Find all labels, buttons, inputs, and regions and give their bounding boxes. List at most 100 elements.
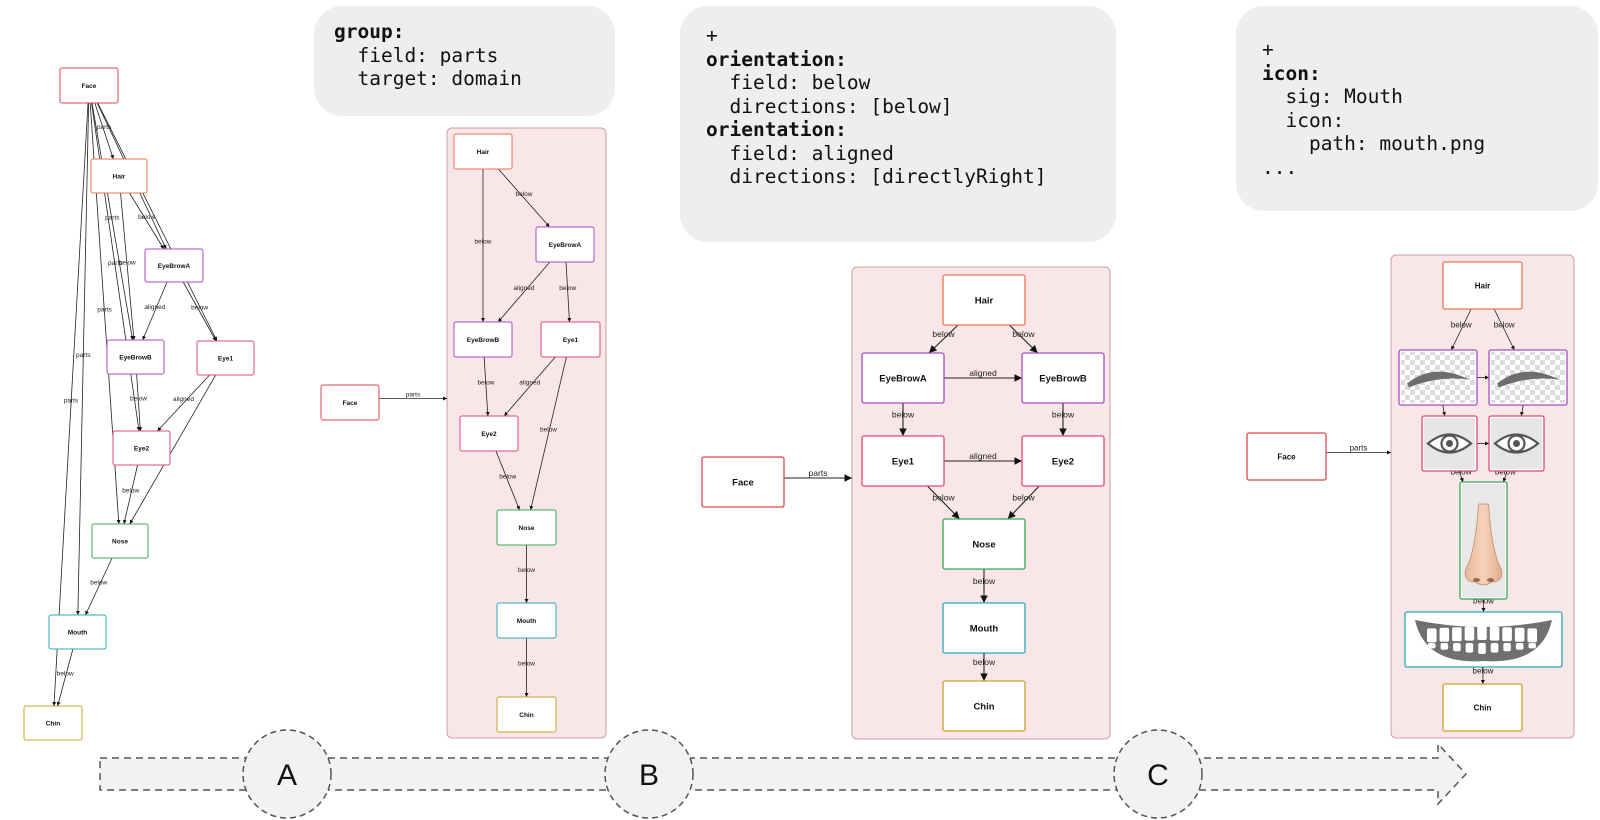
edge-Hair-EyeBrowB (120, 192, 136, 341)
code-box-orientation: +orientation: field: below directions: [… (680, 6, 1116, 242)
code-keyword: group: (334, 20, 405, 43)
node-EyeBrowB: EyeBrowB (1021, 352, 1105, 404)
node-label: Nose (112, 538, 128, 545)
eye-icon (1424, 418, 1475, 469)
edge-label: below (1494, 321, 1515, 330)
edge-Face-Chin (52, 102, 89, 707)
node-label: Face (732, 477, 754, 488)
node-label: EyeBrowB (467, 337, 500, 344)
code-text: field: aligned (706, 141, 894, 165)
nose-icon (1462, 484, 1505, 597)
edge-EyeBrowB-Eye2 (1520, 404, 1524, 417)
edge-label: below (1012, 493, 1035, 503)
code-line: directions: [below] (706, 95, 1116, 119)
edge-label: below (499, 474, 516, 481)
node-Face: Face (701, 456, 785, 508)
group-box-parts (446, 127, 607, 739)
node-label: EyeBrowB (119, 354, 152, 361)
node-label: Chin (1474, 703, 1492, 712)
edge-Hair-EyeBrowB (1008, 324, 1039, 354)
node-Hair: Hair (90, 158, 148, 194)
edge-Face-Eye1 (97, 102, 218, 342)
edge-Eye1-Nose (1458, 470, 1464, 483)
edge-Hair-EyeBrowA (129, 192, 165, 250)
code-line: orientation: (706, 48, 1116, 72)
code-line: + (706, 24, 1116, 48)
node-Eye1: Eye1 (540, 321, 601, 358)
node-label: Mouth (517, 618, 537, 625)
node-label: Eye1 (563, 337, 579, 344)
edge-label: below (122, 488, 139, 495)
node-Eye1: Eye1 (196, 340, 255, 376)
code-line: group: (334, 20, 615, 44)
edge-EyeBrowB-Eye2 (483, 356, 490, 417)
edge-Eye1-Nose (927, 485, 960, 520)
node-Eye2: Eye2 (112, 430, 171, 466)
node-Nose: Nose (91, 523, 149, 559)
node-Face: Face (1246, 432, 1327, 481)
node-label: Eye2 (1052, 456, 1074, 467)
code-text: + (1262, 38, 1274, 61)
stage-marker-A: A (242, 729, 332, 819)
node-Eye2 (1488, 415, 1545, 472)
node-label: Chin (519, 712, 533, 719)
node-Eye2: Eye2 (459, 415, 519, 452)
code-line: ... (1262, 156, 1598, 180)
node-label: Mouth (970, 623, 999, 634)
edge-label: below (130, 396, 147, 403)
node-Chin: Chin (496, 696, 557, 733)
edge-EyeBrowA-Eye1 (565, 261, 572, 323)
code-line: path: mouth.png (1262, 132, 1598, 156)
stage-label: A (277, 759, 297, 792)
code-line: orientation: (706, 118, 1116, 142)
edge-Eye1-Nose (129, 374, 217, 525)
code-box-group: group: field: parts target: domain (314, 6, 615, 116)
edge-Mouth-Chin (56, 648, 74, 707)
node-label: Nose (519, 525, 535, 532)
edge-Hair-EyeBrowA (498, 168, 550, 228)
edge-label: below (932, 329, 955, 339)
node-Eye1 (1421, 415, 1478, 472)
edge-Face-Hair (94, 102, 115, 160)
code-box-icon: +icon: sig: Mouth icon: path: mouth.png.… (1236, 6, 1598, 211)
node-Face: Face (59, 67, 119, 104)
node-label: Hair (1475, 281, 1491, 290)
node-Mouth: Mouth (496, 602, 557, 639)
node-Mouth: Mouth (942, 602, 1026, 654)
edge-label: aligned (969, 368, 997, 378)
code-text: icon: (1262, 108, 1345, 132)
edge-Eye1-Nose (529, 356, 567, 511)
node-Nose: Nose (496, 509, 557, 546)
node-EyeBrowA: EyeBrowA (861, 352, 945, 404)
node-label: Eye1 (218, 355, 234, 362)
edge-Face-EyeBrowB (91, 102, 134, 341)
code-keyword: orientation: (706, 47, 847, 71)
node-Mouth (1404, 611, 1563, 668)
code-text: sig: Mouth (1262, 85, 1403, 108)
node-Mouth: Mouth (48, 614, 107, 650)
stage-marker-C: C (1113, 729, 1203, 819)
node-Face: Face (320, 384, 380, 421)
stage-label: C (1147, 759, 1169, 792)
edge-Face-Mouth (75, 102, 90, 616)
node-Nose: Nose (942, 518, 1026, 570)
edge-label: parts (406, 392, 421, 399)
edge-label: below (973, 576, 996, 586)
edge-label: below (973, 657, 996, 667)
node-label: Hair (113, 173, 126, 180)
stage-label: B (639, 759, 659, 792)
code-line: directions: [directlyRight] (706, 165, 1116, 189)
edge-label: below (90, 580, 107, 587)
edge-Eye2-Nose (495, 450, 520, 511)
code-text: directions: [directlyRight] (706, 165, 1047, 188)
node-label: Face (343, 400, 358, 407)
node-EyeBrowA: EyeBrowA (144, 248, 204, 283)
edge-label: parts (108, 260, 123, 267)
graph-g1: partspartspartspartspartspartspartsbelow… (23, 67, 255, 741)
edge-label: parts (64, 398, 79, 405)
node-Nose (1459, 481, 1508, 600)
